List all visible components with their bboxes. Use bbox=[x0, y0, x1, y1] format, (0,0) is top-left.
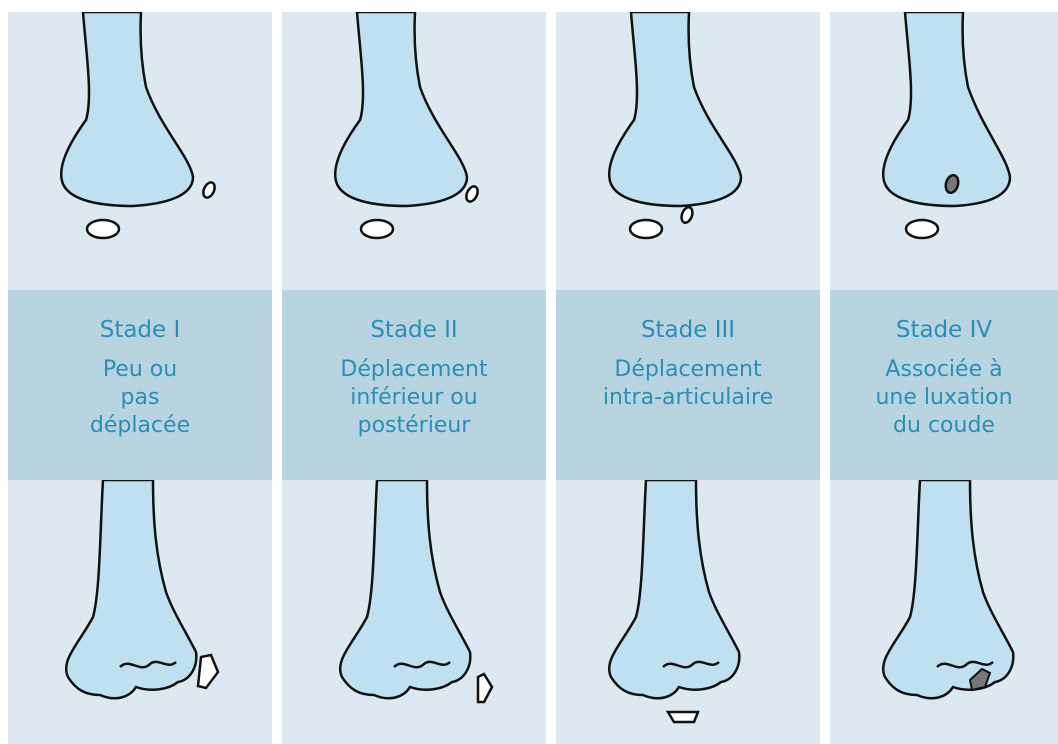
stage-label-band: Stade IV Associée à une luxation du coud… bbox=[830, 290, 1058, 480]
humerus-lateral-bone bbox=[883, 12, 1010, 206]
stage-label-band: Stade III Déplacement intra-articulaire bbox=[556, 290, 820, 480]
stage-description: Déplacement inférieur ou postérieur bbox=[282, 356, 546, 440]
stage-label-band: Stade I Peu ou pas déplacée bbox=[8, 290, 272, 480]
stage-title: Stade I bbox=[8, 316, 272, 344]
ossification-fragment bbox=[87, 220, 119, 238]
ossification-fragment bbox=[464, 185, 480, 204]
stage-label-band: Stade II Déplacement inférieur ou postér… bbox=[282, 290, 546, 480]
humerus-lateral-bone bbox=[609, 12, 741, 206]
stage-title: Stade II bbox=[282, 316, 546, 344]
humerus-lateral-bone bbox=[335, 12, 467, 206]
stage-description: Associée à une luxation du coude bbox=[830, 356, 1058, 440]
panel-stage-1: Stade I Peu ou pas déplacée bbox=[8, 12, 272, 744]
humerus-lateral-bone bbox=[61, 12, 193, 206]
panel-stage-2: Stade II Déplacement inférieur ou postér… bbox=[282, 12, 546, 744]
ossification-fragment bbox=[361, 220, 393, 238]
panel-stage-4: Stade IV Associée à une luxation du coud… bbox=[830, 12, 1058, 744]
ossification-fragment bbox=[201, 181, 217, 200]
panel-stage-3: Stade III Déplacement intra-articulaire bbox=[556, 12, 820, 744]
stage-title: Stade III bbox=[556, 316, 820, 344]
ossification-fragment bbox=[680, 206, 695, 224]
stage-description: Peu ou pas déplacée bbox=[8, 356, 272, 440]
ossification-fragment bbox=[630, 220, 662, 238]
stage-description: Déplacement intra-articulaire bbox=[556, 356, 820, 412]
ossification-fragment bbox=[906, 220, 938, 238]
stage-title: Stade IV bbox=[830, 316, 1058, 344]
